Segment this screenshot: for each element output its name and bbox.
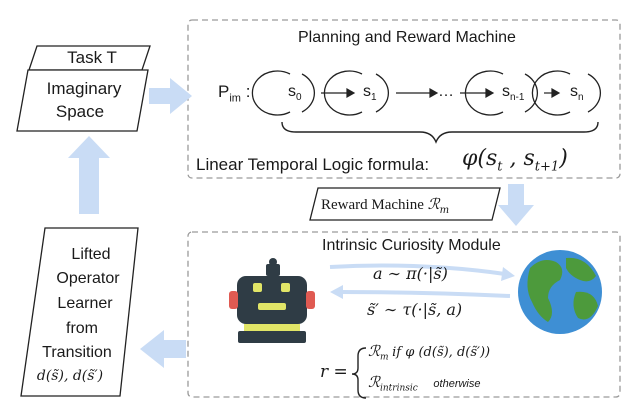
state-s0-shape	[251, 70, 291, 116]
planning-panel-title: Planning and Reward Machine	[298, 29, 516, 46]
icm-panel-border	[187, 231, 621, 398]
task-box-title: Task T	[67, 48, 117, 67]
operator-line-3: Learner	[57, 295, 113, 312]
arrow-to-operator	[140, 330, 186, 368]
reward-case-1: ℛm if φ (d(s̃), d(s̃′))	[368, 342, 491, 363]
reward-case-2: ℛintrinsic otherwise	[368, 373, 481, 394]
icm-panel-title: Intrinsic Curiosity Module	[322, 237, 501, 254]
imaginary-box-line1: Imaginary	[46, 79, 122, 98]
reward-machine-box-shape	[309, 187, 501, 221]
operator-box-shape	[20, 227, 139, 397]
arrow-down-to-icm	[498, 184, 534, 226]
operator-line-4: from	[66, 320, 98, 337]
imaginary-box-shape	[16, 69, 149, 132]
p-im-label: Pim :	[218, 82, 251, 105]
arrow-up-to-task	[68, 136, 110, 214]
state-s1-label: s1	[363, 83, 377, 104]
ltl-label: Linear Temporal Logic formula:	[196, 155, 430, 174]
state-s0-label: s0	[288, 83, 302, 104]
imaginary-box-line2: Space	[55, 102, 105, 121]
globe-icon	[518, 250, 602, 334]
reward-brace	[351, 347, 367, 399]
operator-formula: d(s̃), d(s̃′)	[36, 368, 104, 384]
operator-line-2: Operator	[56, 270, 120, 287]
state-brace	[281, 121, 599, 144]
arrow-action	[329, 263, 506, 276]
reward-r: r =	[320, 362, 348, 382]
operator-line-5: Transition	[42, 344, 112, 361]
arrow-transition	[339, 290, 511, 298]
ltl-formula: φ(st , st+1)	[462, 146, 568, 175]
action-equation: a ∼ π(·|s̃)	[373, 264, 448, 283]
state-sn-shape	[531, 70, 571, 116]
operator-line-1: Lifted	[71, 246, 111, 263]
state-ellipsis: …	[438, 83, 454, 100]
transition-equation: s̃′ ∼ τ(·|s̃, a)	[367, 300, 463, 319]
state-sn1-label: sn-1	[502, 83, 525, 104]
robot-icon	[229, 258, 315, 343]
reward-machine-label: Reward Machine ℛm	[321, 195, 450, 216]
arrow-to-planning	[149, 78, 192, 114]
state-sn-label: sn	[570, 83, 584, 104]
